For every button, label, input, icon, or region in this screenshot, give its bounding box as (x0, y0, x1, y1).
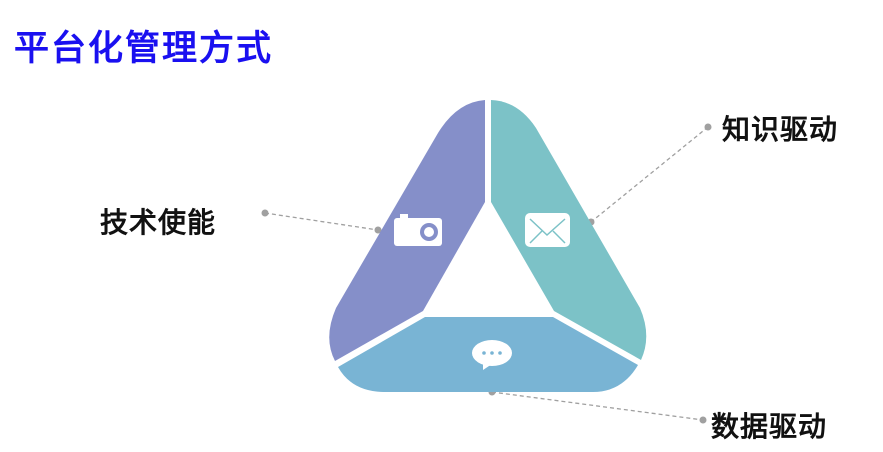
chat-bubble-icon (472, 340, 512, 370)
leader-dot (704, 123, 712, 131)
leader-line-data (491, 391, 704, 421)
envelope-icon (525, 213, 570, 247)
leader-line-knowledge (590, 126, 709, 223)
leader-dot (261, 209, 269, 217)
camera-icon (394, 214, 442, 246)
leader-line-tech (264, 212, 379, 231)
leader-dot (374, 226, 382, 234)
label-knowledge-driven: 知识驱动 (722, 113, 839, 146)
label-tech-enablement: 技术使能 (100, 206, 217, 239)
leader-dot (699, 416, 707, 424)
page-title: 平台化管理方式 (14, 29, 274, 69)
label-data-driven: 数据驱动 (711, 410, 828, 443)
